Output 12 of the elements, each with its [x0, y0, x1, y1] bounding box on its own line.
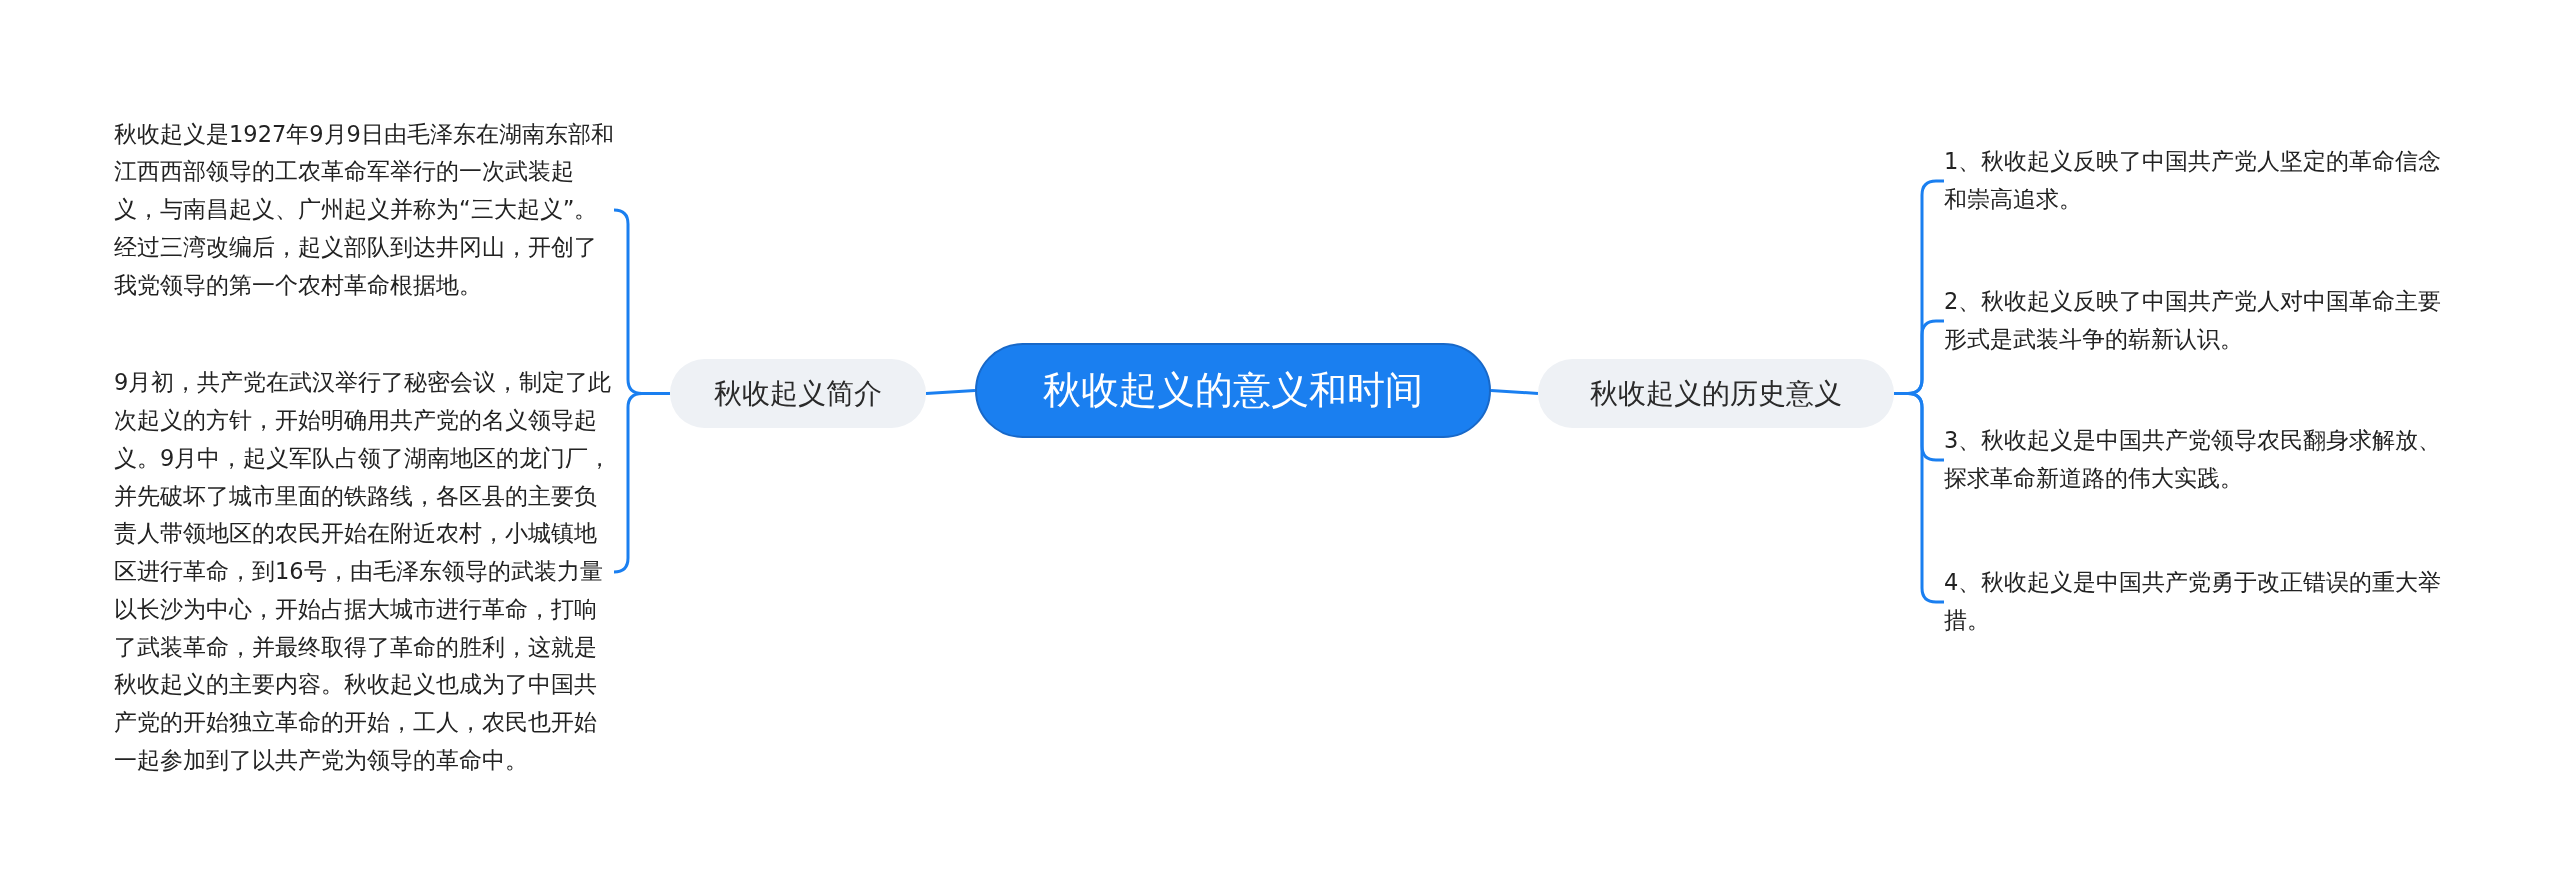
topic-pill: 秋收起义简介: [670, 359, 926, 428]
leaf-text: 3、秋收起义是中国共产党领导农民翻身求解放、探求革命新道路的伟大实践。: [1944, 426, 2443, 493]
leaf-text: 9月初，共产党在武汉举行了秘密会议，制定了此次起义的方针，开始明确用共产党的名义领导起义。9月中，起义军队占领了湖南地区的龙门厂，并先破坏了城市里面的铁路线，各区县的主要负责人带领地区的农民开始在附近农村，小城镇地区进行革命，到16号，由毛泽东领导的武装力量以长沙为中心，开始占据大城市进行革命，打响了武装革命，并最终取得了革命的胜利，这就是秋收起义的主要内容。秋收起义也成为了中国共产党的开始独立革命的开始，工人，农民也开始一起参加到了以共产党为领导的革命中。: [114, 368, 613, 776]
connector-line: [1490, 389, 1539, 395]
leaf-text: 2、秋收起义反映了中国共产党人对中国革命主要形式是武装斗争的崭新认识。: [1944, 287, 2443, 354]
leaf-text: 1、秋收起义反映了中国共产党人坚定的革命信念和崇高追求。: [1944, 147, 2443, 214]
topic-pill: 秋收起义的历史意义: [1538, 359, 1894, 428]
leaf-text: 秋收起义是1927年9月9日由毛泽东在湖南东部和江西西部领导的工农革命军举行的一次武装起义，与南昌起义、广州起义并称为“三大起义”。经过三湾改编后，起义部队到达井冈山，开创了我党领导的第一个农村革命根据地。: [114, 119, 614, 300]
central-topic: 秋收起义的意义和时间: [975, 343, 1491, 438]
connector-line: [612, 392, 670, 574]
leaf-text: 4、秋收起义是中国共产党勇于改正错误的重大举措。: [1944, 568, 2443, 635]
connector-line: [925, 389, 976, 395]
